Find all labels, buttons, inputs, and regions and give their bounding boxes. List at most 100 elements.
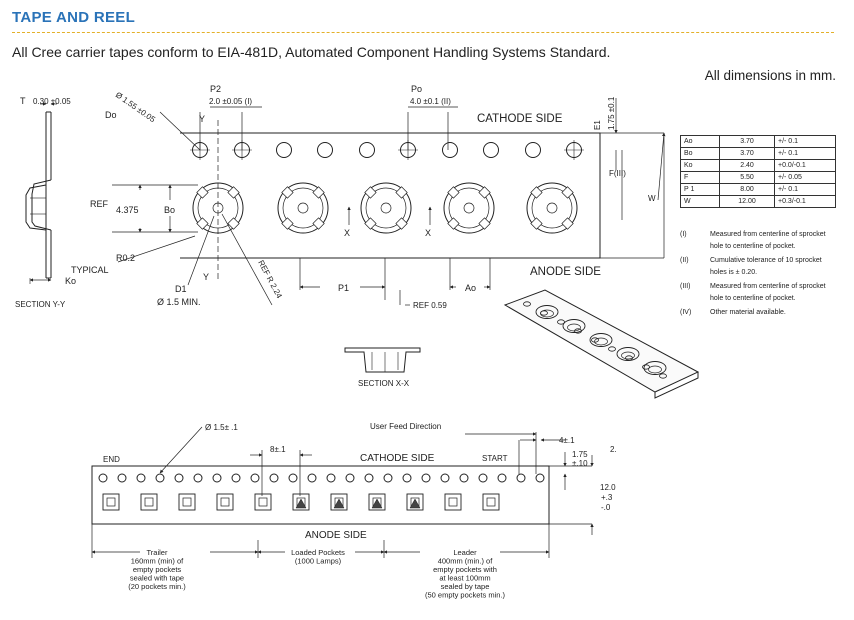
bo-label: Bo: [164, 205, 175, 215]
iso-pocket-inner: [567, 323, 581, 332]
dimension-tol: +/- 0.1: [774, 183, 836, 196]
p2-label: P2: [210, 84, 221, 94]
bottom-anode-label: ANODE SIDE: [305, 530, 367, 541]
p1-label: P1: [338, 283, 349, 293]
pocket: [192, 182, 244, 234]
section-xx-label: SECTION X-X: [358, 379, 410, 388]
bottom-sprocket-hole: [326, 473, 336, 483]
top-tape: [180, 132, 664, 259]
pocket-notch: [196, 217, 209, 230]
bottom-pocket-inner: [258, 497, 268, 507]
section-yy-profile: [25, 102, 57, 284]
leader-line: at least 100mm: [439, 574, 490, 583]
bottom-pocket: [482, 493, 500, 511]
ref-label: REF: [90, 199, 109, 209]
bottom-pockets: [102, 493, 500, 511]
pocket-notch: [312, 217, 325, 230]
pocket-notch: [530, 186, 543, 199]
pocket-notch: [478, 186, 491, 199]
pocket-center-hole: [380, 202, 392, 214]
iso-pocket: [562, 319, 586, 333]
ref-059-label: REF 0.59: [413, 301, 447, 310]
dimension-value: 8.00: [719, 183, 775, 196]
d1-value: Ø 1.5 MIN.: [157, 297, 201, 307]
note-number: (II): [680, 257, 689, 264]
feed-direction-label: User Feed Direction: [370, 422, 441, 431]
dimension-tol: +0.0/-0.1: [774, 159, 836, 172]
po-value: 4.0 ±0.1 (II): [410, 97, 451, 106]
trailer-line: 160mm (min) of: [131, 557, 184, 566]
sprocket-hole: [276, 142, 292, 158]
trailer-line: (20 pockets min.): [128, 582, 186, 591]
bottom-sprocket-hole: [402, 473, 412, 483]
iso-pocket: [589, 333, 613, 347]
bottom-sprocket-hole: [136, 473, 146, 483]
y-label-top: Y: [199, 114, 205, 124]
w-plus-label: +.3: [601, 493, 613, 502]
bottom-pocket: [254, 493, 272, 511]
dimension-value: 2.40: [719, 159, 775, 172]
bottom-sprocket-hole: [307, 473, 317, 483]
start-label: START: [482, 454, 508, 463]
ref-value: 4.375: [116, 205, 139, 215]
bottom-cathode-label: CATHODE SIDE: [360, 453, 435, 464]
pitch-8-label: 8±.1: [270, 445, 286, 454]
bottom-sprocket-hole: [497, 473, 507, 483]
dimension-tol: +/- 0.1: [774, 147, 836, 160]
sprocket-hole: [317, 142, 333, 158]
w-minus-label: -.0: [601, 503, 611, 512]
note-item: (II)Cumulative tolerance of 10 sprocket …: [680, 255, 840, 279]
hole-callout: Ø 1.5± .1: [205, 423, 238, 432]
bottom-sprocket-hole: [193, 473, 203, 483]
bottom-sprocket-hole: [212, 473, 222, 483]
bottom-sprocket-hole: [117, 473, 127, 483]
loaded-lamp: [295, 498, 307, 509]
isometric-tape: [503, 289, 700, 399]
bottom-sprocket-hole: [345, 473, 355, 483]
dimension-sym: F: [680, 171, 720, 184]
sprocket-hole: [525, 142, 541, 158]
dimension-tol: +/- 0.05: [774, 171, 836, 184]
w-nominal-label: 12.0: [600, 483, 616, 492]
top-labels: T 0.30 ±0.05 Ø 1.55 ±0.05 Do P2 2.0 ±0.0…: [15, 84, 656, 388]
dimension-tol: +0.3/-0.1: [774, 195, 836, 208]
loaded-note: Loaded Pockets(1000 Lamps): [291, 548, 345, 566]
po-label: Po: [411, 84, 422, 94]
trailer-line: empty pockets: [133, 565, 182, 574]
dimension-tol: +/- 0.1: [774, 135, 836, 148]
iso-sprocket-hole: [659, 373, 667, 379]
iso-sprocket-hole: [591, 337, 599, 343]
bottom-sprocket-hole: [288, 473, 298, 483]
pocket-center-hole: [546, 202, 558, 214]
iso-pocket-inner: [540, 309, 554, 318]
pocket-notch: [561, 186, 574, 199]
units-note: All dimensions in mm.: [704, 68, 836, 83]
sprocket-hole: [359, 142, 375, 158]
cathode-side-label: CATHODE SIDE: [477, 113, 563, 125]
leader-line: 400mm (min.) of: [438, 557, 494, 566]
bottom-sprocket-hole: [535, 473, 545, 483]
pocket-notch: [312, 186, 325, 199]
pocket-outline: [360, 182, 412, 234]
pocket-notch: [530, 217, 543, 230]
pocket-center-hole: [463, 202, 475, 214]
dimension-sym: Ao: [680, 135, 720, 148]
pocket-notch: [281, 186, 294, 199]
title-divider: [12, 32, 834, 33]
bottom-tape: [91, 465, 592, 525]
bottom-sprocket-holes: [98, 473, 545, 483]
pocket-notch: [478, 217, 491, 230]
trailer-line: Trailer: [147, 548, 168, 557]
pocket-notch: [364, 186, 377, 199]
dimension-value: 3.70: [719, 135, 775, 148]
pitch-4-label: 4±.1: [559, 436, 575, 445]
note-item: (III)Measured from centerline of sprocke…: [680, 281, 840, 305]
bottom-sprocket-hole: [421, 473, 431, 483]
pocket-inner: [282, 187, 324, 229]
note-number: (IV): [680, 309, 692, 316]
loaded-lamp: [409, 498, 421, 509]
